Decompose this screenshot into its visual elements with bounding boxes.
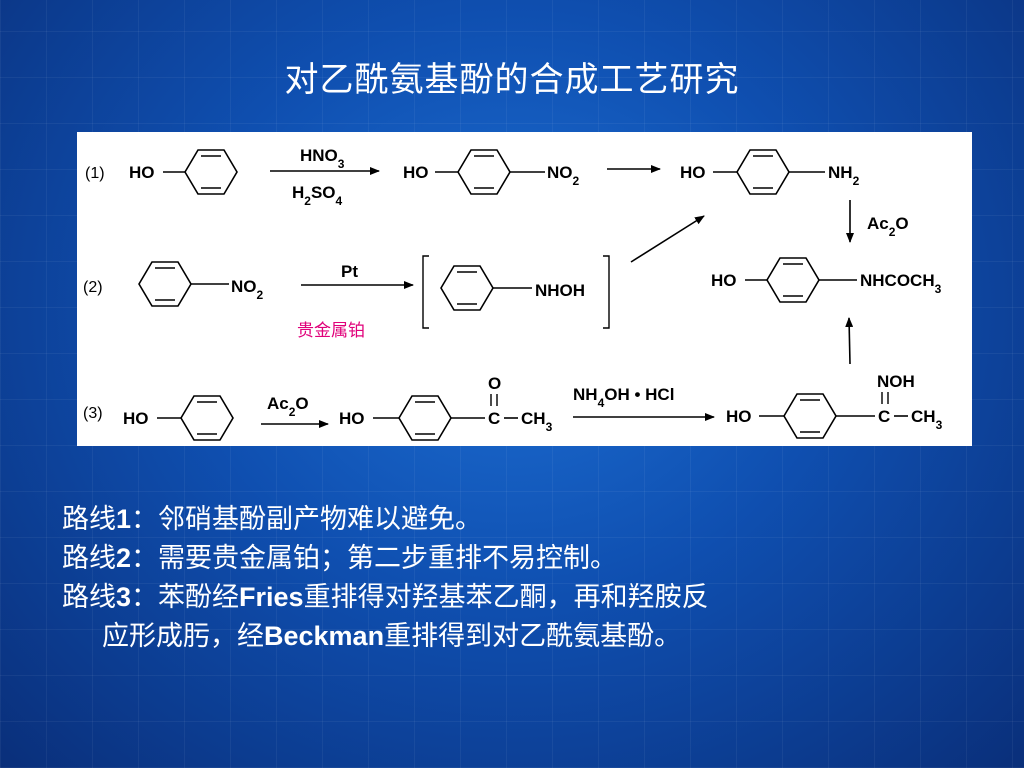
note4-text-a: 应形成肟，经 — [102, 621, 264, 652]
note-route3-continued: 应形成肟，经Beckman重排得到对乙酰氨基酚。 — [62, 617, 942, 656]
note4-beckman: Beckman — [264, 621, 385, 651]
reagent-hno3: HNO3 — [300, 146, 345, 171]
product-nhcoch3: NHCOCH3 — [860, 271, 942, 296]
ketone-ch3: CH3 — [521, 409, 553, 434]
note-route1: 路线1：邻硝基酚副产物难以避免。 — [62, 500, 942, 539]
reagent-nh4oh-hcl: NH4OH • HCl — [573, 385, 674, 410]
route1-label: (1) — [85, 165, 105, 182]
reagent-pt: Pt — [341, 262, 358, 281]
amino-group: NH2 — [828, 163, 860, 188]
phenol1-ho: HO — [129, 163, 155, 182]
oxime-c: C — [878, 407, 890, 426]
note2-prefix: 路线 — [62, 543, 116, 574]
product-ring — [745, 257, 857, 303]
reaction-scheme: (1) HO HNO3 H2SO4 HO NO2 HO NH2 Ac2O HO … — [83, 146, 943, 441]
aminophenol-ring — [713, 149, 825, 195]
oxime-noh: NOH — [877, 372, 915, 391]
product-ho: HO — [711, 271, 737, 290]
nitrobenzene-no2: NO2 — [231, 277, 264, 302]
nhoh-group: NHOH — [535, 281, 585, 300]
phenol3-ho: HO — [123, 409, 149, 428]
route3-label: (3) — [83, 405, 103, 422]
note3-text-b: 重排得对羟基苯乙酮，再和羟胺反 — [303, 582, 709, 613]
note3-number: 3 — [116, 582, 132, 612]
route-notes: 路线1：邻硝基酚副产物难以避免。 路线2：需要贵金属铂；第二步重排不易控制。 路… — [62, 500, 942, 656]
note2-number: 2 — [116, 543, 132, 573]
nitro-group: NO2 — [547, 163, 580, 188]
reagent-ac2o-acetylation: Ac2O — [867, 214, 909, 239]
bracket-left — [422, 255, 429, 329]
note1-number: 1 — [116, 504, 132, 534]
phenylhydroxylamine-ring — [440, 265, 532, 311]
note3-prefix: 路线 — [62, 582, 116, 613]
bracket-right — [603, 255, 610, 329]
hydroxyacetophenone-ring — [373, 395, 485, 441]
note-route3: 路线3：苯酚经Fries重排得对羟基苯乙酮，再和羟胺反 — [62, 578, 942, 617]
oxime-ch3: CH3 — [911, 407, 943, 432]
catalyst-note: 贵金属铂 — [297, 321, 365, 341]
nitrobenzene-ring — [138, 261, 229, 307]
ketone-ho: HO — [339, 409, 365, 428]
oxime-ring — [759, 393, 875, 439]
note1-text: ：邻硝基酚副产物难以避免。 — [131, 504, 483, 535]
route2-label: (2) — [83, 279, 103, 296]
arrow-bamberger — [630, 215, 705, 263]
note-route2: 路线2：需要贵金属铂；第二步重排不易控制。 — [62, 539, 942, 578]
reagent-ac2o-acylation: Ac2O — [267, 394, 309, 419]
note4-text-b: 重排得到对乙酰氨基酚。 — [384, 621, 682, 652]
arrow-beckmann — [845, 317, 854, 365]
slide-title: 对乙酰氨基酚的合成工艺研究 — [284, 60, 740, 100]
note3-text-a: ：苯酚经 — [131, 582, 240, 613]
nitrophenol-ring — [435, 149, 545, 195]
note1-prefix: 路线 — [62, 504, 116, 535]
note2-text: ：需要贵金属铂；第二步重排不易控制。 — [131, 543, 618, 574]
ketone-o: O — [488, 374, 501, 393]
ketone-double-bond — [490, 394, 498, 406]
ketone-c: C — [488, 409, 500, 428]
oxime-ho: HO — [726, 407, 752, 426]
reaction-scheme-panel: (1) HO HNO3 H2SO4 HO NO2 HO NH2 Ac2O HO … — [77, 132, 972, 446]
oxime-double-bond — [881, 392, 889, 404]
note3-fries: Fries — [239, 582, 304, 612]
nitrophenol-ho: HO — [403, 163, 429, 182]
reagent-h2so4: H2SO4 — [292, 183, 343, 208]
aminophenol-ho: HO — [680, 163, 706, 182]
phenol1-ring — [163, 149, 238, 195]
phenol3-ring — [157, 395, 234, 441]
